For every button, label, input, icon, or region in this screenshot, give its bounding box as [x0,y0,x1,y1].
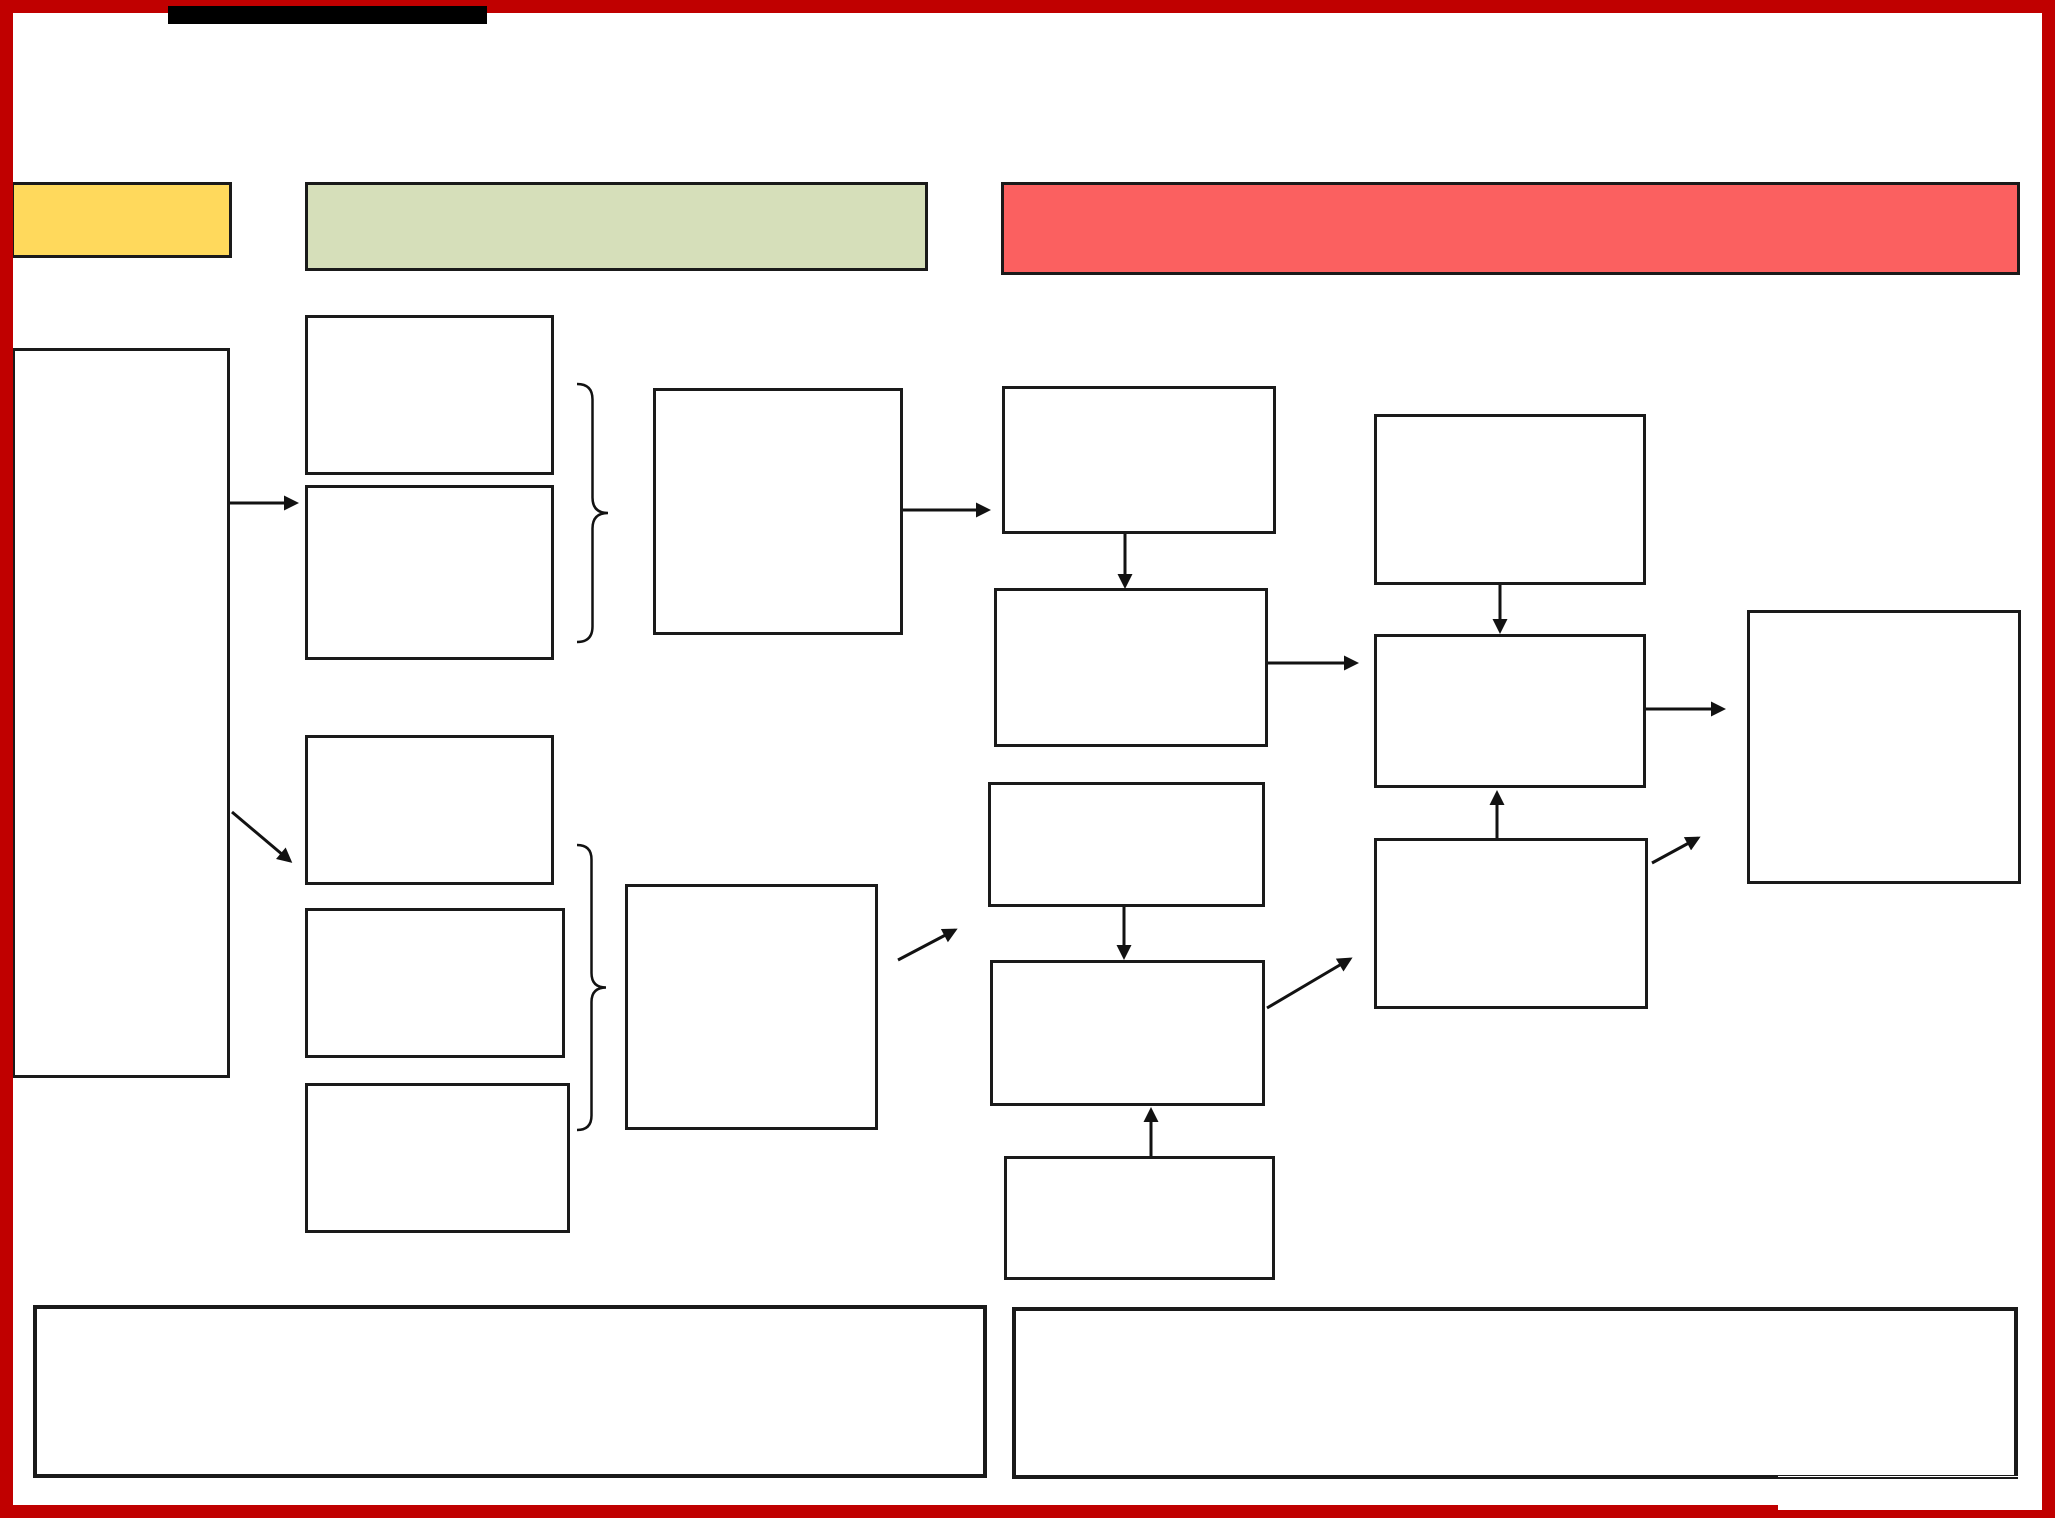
flow-box-g2 [1012,1307,2018,1479]
flow-box-d4 [990,960,1265,1106]
arrow-a-to-b3 [231,810,293,863]
top-black-bar [168,6,487,24]
flow-box-b2 [305,485,554,660]
flow-box-e1 [1374,414,1646,585]
flow-box-b3 [305,735,554,885]
flow-box-a [12,348,230,1078]
flow-box-g1 [33,1305,987,1478]
flow-box-e2 [1374,634,1646,788]
brace-1 [576,382,609,644]
flow-box-b5 [305,1083,570,1233]
flow-box-d1 [1002,386,1276,534]
flow-box-e3 [1374,838,1648,1009]
header-bar-green [305,182,928,271]
flow-box-d3 [988,782,1265,907]
flow-box-b1 [305,315,554,475]
flow-box-f1 [1747,610,2021,884]
flow-box-d2 [994,588,1268,747]
header-bar-red [1001,182,2020,275]
arrow-c2-up-right [897,928,958,962]
flow-box-c2 [625,884,878,1130]
flow-box-b4 [305,908,565,1058]
bottom-right-white-patch [1778,1476,2042,1510]
arrow-e3-to-f1 [1651,836,1701,865]
header-bar-yellow [11,182,232,258]
bottom-right-thin-line [1778,1477,2018,1479]
flow-box-c1 [653,388,903,635]
brace-2 [576,843,607,1132]
flow-box-d5 [1004,1156,1275,1280]
arrow-d4-to-e3 [1266,957,1353,1010]
